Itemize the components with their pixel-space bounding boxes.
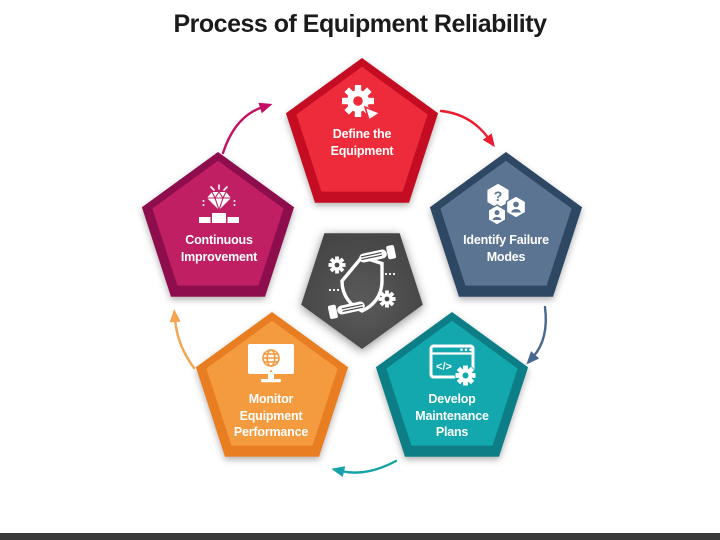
step-label-continuous-improvement: Continuous Improvement (180, 233, 258, 264)
gear-cursor-icon (342, 85, 382, 122)
step-pentagon-monitor-equipment-performance (195, 312, 349, 457)
code-window-gear-icon: </> (429, 344, 477, 387)
step-pentagon-identify-failure-modes: ? (429, 152, 583, 297)
diamond-podium-icon (199, 184, 239, 223)
footer-bar (0, 533, 720, 540)
shield-outline (340, 255, 384, 313)
svg-text:</>: </> (436, 361, 452, 373)
arrow-develop-to-monitor (331, 459, 398, 477)
step-pentagon-develop-maintenance-plans: </> (375, 312, 529, 457)
svg-text:?: ? (494, 188, 503, 204)
shield-gears-hands-icon (327, 245, 397, 319)
step-pentagon-continuous-improvement (141, 152, 295, 297)
center-gear-right-icon (378, 290, 396, 308)
hand-bottom-icon (327, 301, 365, 319)
step-label-define-equipment: Define the Equipment (330, 127, 394, 158)
center-gear-left-icon (328, 256, 346, 274)
flow-arrows (169, 102, 547, 477)
question-people-hexagons-icon: ? (486, 182, 527, 226)
center-dots (328, 272, 396, 292)
arrow-monitor-to-continuous (169, 309, 196, 370)
monitor-globe-icon (248, 344, 294, 383)
step-label-develop-maintenance-plans: Develop Maintenance Plans (415, 392, 489, 439)
step-pentagon-define-equipment (285, 58, 439, 203)
arrow-continuous-to-define (221, 102, 273, 155)
step-label-identify-failure-modes: Identify Failure Modes (463, 233, 549, 264)
step-label-monitor-equipment-performance: Monitor Equipment Performance (233, 392, 309, 439)
hand-top-icon (359, 245, 397, 263)
arrow-define-to-identify (439, 109, 495, 148)
arrow-identify-to-develop (526, 305, 547, 365)
page-title: Process of Equipment Reliability (173, 10, 547, 38)
